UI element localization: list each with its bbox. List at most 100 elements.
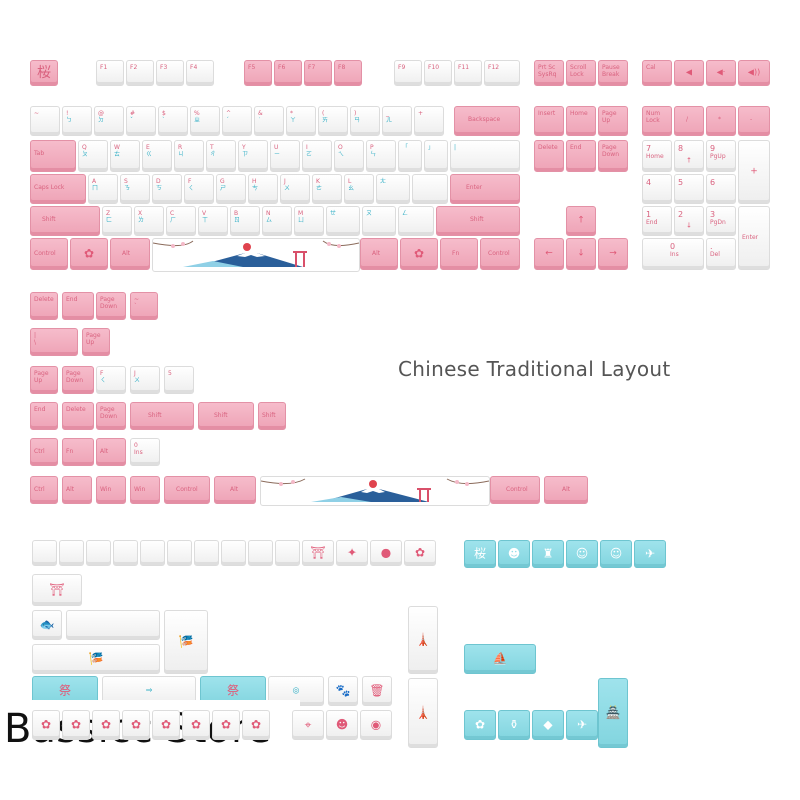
num-enter-key[interactable]: Enter: [738, 206, 770, 270]
number-row-key-12[interactable]: +: [414, 106, 444, 136]
num-minus-key[interactable]: -: [738, 106, 770, 136]
extra-end2-key[interactable]: End: [30, 402, 58, 430]
blank-novelty-key[interactable]: [66, 610, 160, 640]
f3-key[interactable]: F3: [156, 60, 184, 86]
novelty-blue-bottom-key-0[interactable]: ✿: [464, 710, 496, 740]
page-up-key[interactable]: Page Up: [598, 106, 628, 136]
novelty-blue-key-5[interactable]: ✈: [634, 540, 666, 568]
trash-novelty-key[interactable]: 🗑: [362, 676, 392, 706]
num-star-key[interactable]: *: [706, 106, 736, 136]
extra-alt3-key[interactable]: Alt: [214, 476, 256, 504]
novelty-bottom-key-5[interactable]: ✿: [182, 710, 210, 740]
key-semicolon[interactable]: ㄤ: [376, 174, 410, 204]
num-dot-key[interactable]: .Del: [706, 238, 736, 270]
number-row-key-0[interactable]: ~: [30, 106, 60, 136]
number-row-key-5[interactable]: %ㄓ: [190, 106, 220, 136]
extra-alt4-key[interactable]: Alt: [544, 476, 588, 504]
right-shift-key[interactable]: Shift: [436, 206, 520, 236]
f4-key[interactable]: F4: [186, 60, 214, 86]
fuji-spacebar-long[interactable]: [260, 476, 490, 506]
key-comma[interactable]: ㄝ: [326, 206, 360, 236]
num-2-key[interactable]: 2↓: [674, 206, 704, 236]
extra-pageup2-key[interactable]: Page Up: [30, 366, 58, 394]
num-plus-key[interactable]: +: [738, 140, 770, 204]
num-4-key[interactable]: 4: [642, 174, 672, 204]
novelty-blue-key-2[interactable]: ♜: [532, 540, 564, 568]
extra-end-key[interactable]: End: [62, 292, 94, 320]
f7-key[interactable]: F7: [304, 60, 332, 86]
novelty-bottom-key-4[interactable]: ✿: [152, 710, 180, 740]
f5-key[interactable]: F5: [244, 60, 272, 86]
novelty-blue-key-0[interactable]: 桜: [464, 540, 496, 568]
key-rbracket[interactable]: 」: [424, 140, 448, 172]
extra-5-key[interactable]: 5: [164, 366, 194, 394]
delete-key[interactable]: Delete: [534, 140, 564, 172]
sakura-win-key[interactable]: ✿: [70, 238, 108, 270]
novelty-blue-key-4[interactable]: ☺: [600, 540, 632, 568]
scroll-lock-key[interactable]: Scroll Lock: [566, 60, 596, 86]
novelty-white-key-7[interactable]: [221, 540, 246, 566]
number-row-key-3[interactable]: #ˇ: [126, 106, 156, 136]
num-6-key[interactable]: 6: [706, 174, 736, 204]
enter-key[interactable]: Enter: [450, 174, 520, 204]
tower-novelty-key[interactable]: 🗼: [408, 606, 438, 674]
f6-key[interactable]: F6: [274, 60, 302, 86]
novelty-white-key-8[interactable]: [248, 540, 273, 566]
extra-shift3-key[interactable]: Shift: [258, 402, 286, 430]
insert-key[interactable]: Insert: [534, 106, 564, 136]
esc-key[interactable]: 桜: [30, 60, 58, 86]
num-5-key[interactable]: 5: [674, 174, 704, 204]
shrine-novelty-key[interactable]: ⛩: [32, 574, 82, 606]
arrow-left-key[interactable]: ←: [534, 238, 564, 270]
number-row-key-4[interactable]: $ˋ: [158, 106, 188, 136]
paw-novelty-key[interactable]: 🐾: [328, 676, 358, 706]
novelty-white-key-3[interactable]: [113, 540, 138, 566]
number-row-key-10[interactable]: )ㄢ: [350, 106, 380, 136]
extra-control-key[interactable]: Control: [164, 476, 210, 504]
novelty-white-key-2[interactable]: [86, 540, 111, 566]
novelty-white-key-0[interactable]: [32, 540, 57, 566]
extra-pagedown-key[interactable]: Page Down: [96, 292, 126, 320]
prtsc-key[interactable]: Prt Sc SysRq: [534, 60, 564, 86]
number-row-key-8[interactable]: *ㄚ: [286, 106, 316, 136]
right-alt-key[interactable]: Alt: [360, 238, 398, 270]
novelty-bottom-key-7[interactable]: ✿: [242, 710, 270, 740]
extra-tilde-key[interactable]: ~`: [130, 292, 158, 320]
key-lbracket[interactable]: 「: [398, 140, 422, 172]
novelty-blue-bottom-key-2[interactable]: ◆: [532, 710, 564, 740]
novelty-bottom-key-0[interactable]: ✿: [32, 710, 60, 740]
boat-novelty-key[interactable]: ⛵: [464, 644, 536, 674]
number-row-key-11[interactable]: _ㄦ: [382, 106, 412, 136]
novelty-white-key-6[interactable]: [194, 540, 219, 566]
fn-key[interactable]: Fn: [440, 238, 478, 270]
f2-key[interactable]: F2: [126, 60, 154, 86]
key-quote[interactable]: [412, 174, 448, 204]
novelty-daruma-key[interactable]: ●: [370, 540, 402, 566]
caps-lock-key[interactable]: Caps Lock: [30, 174, 86, 204]
arrow-up-key[interactable]: ↑: [566, 206, 596, 236]
number-row-key-9[interactable]: (ㄞ: [318, 106, 348, 136]
novelty-white-key-4[interactable]: [140, 540, 165, 566]
novelty-white-key-9[interactable]: [275, 540, 300, 566]
novelty-blue-bottom-key-1[interactable]: ⚱: [498, 710, 530, 740]
